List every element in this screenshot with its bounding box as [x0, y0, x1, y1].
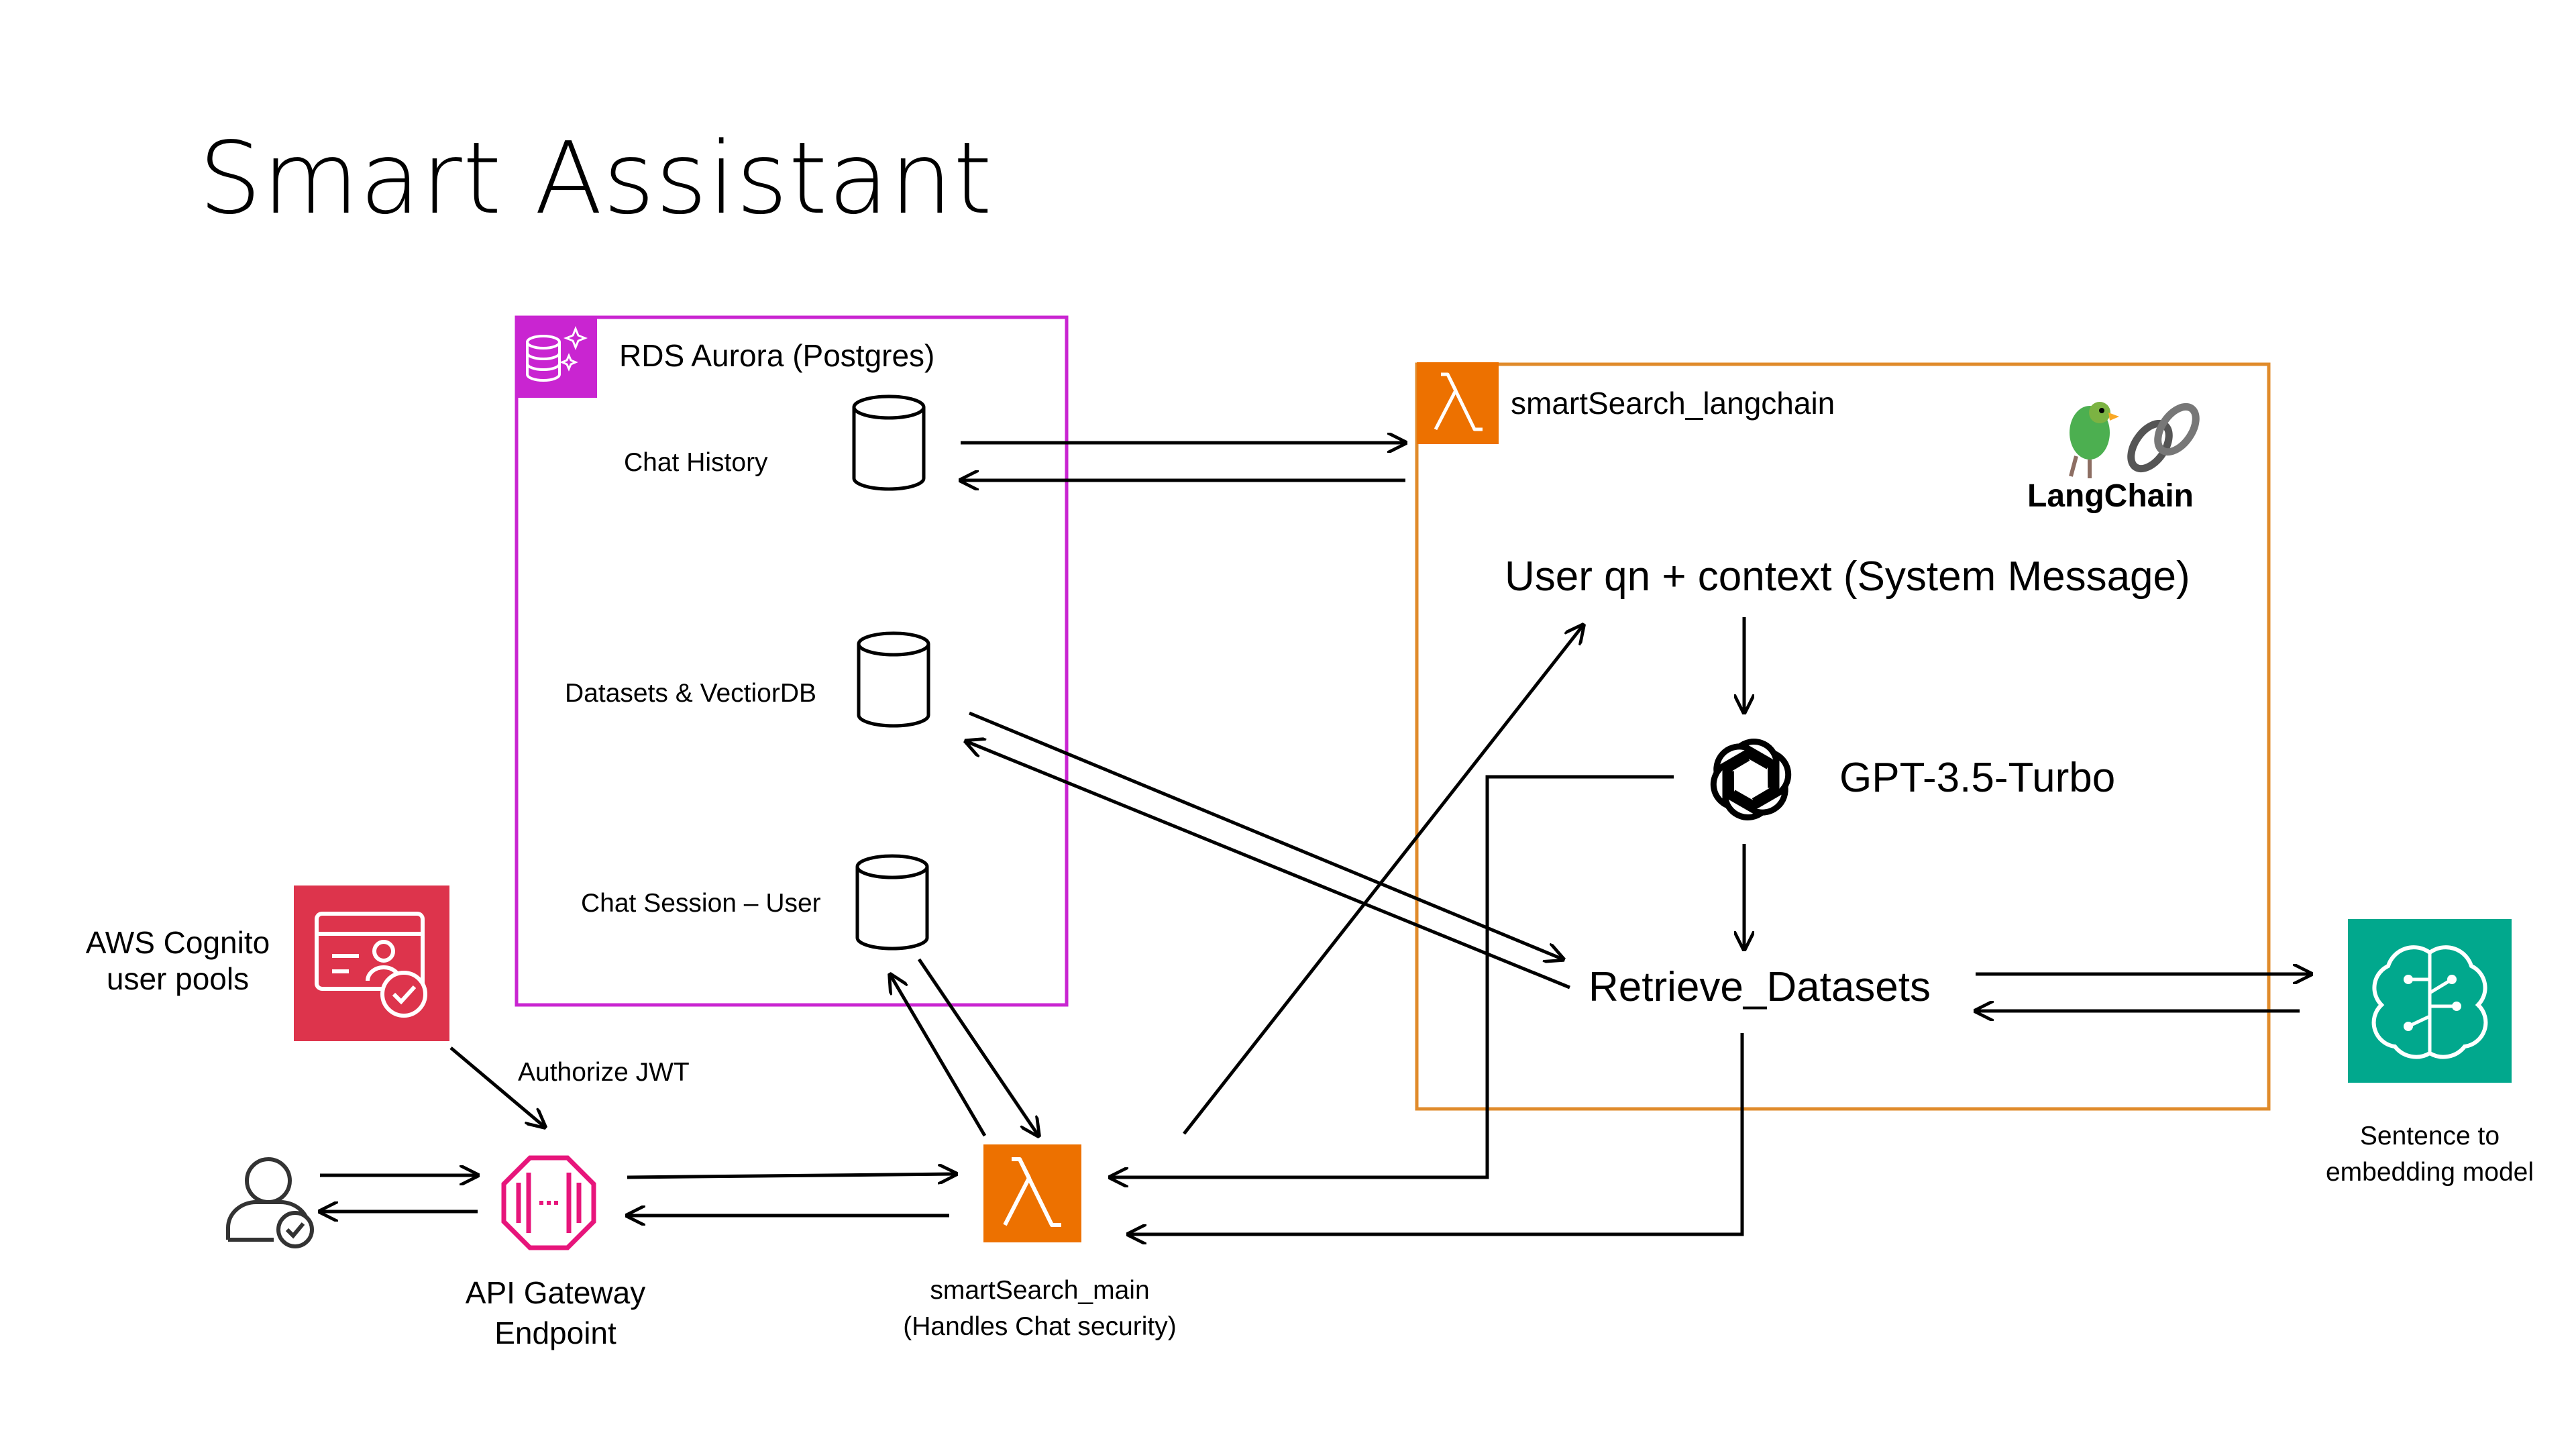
- cognito-icon: [294, 885, 449, 1041]
- authorize-jwt-label: Authorize JWT: [518, 1058, 690, 1087]
- connector-arrows: [320, 443, 2311, 1234]
- lambda-icon: [983, 1144, 1081, 1242]
- chat-history-label: Chat History: [624, 448, 768, 477]
- api-gateway-icon: [501, 1155, 596, 1250]
- cognito-label: AWS Cognito user pools: [85, 925, 270, 996]
- chat-session-label: Chat Session – User: [581, 889, 821, 918]
- rds-label: RDS Aurora (Postgres): [619, 338, 935, 373]
- langchain-lambda-label: smartSearch_langchain: [1511, 386, 1835, 421]
- langchain-logo-text: LangChain: [2027, 478, 2194, 514]
- lambda-icon: [1417, 362, 1499, 444]
- retrieve-datasets-label: Retrieve_Datasets: [1589, 964, 1931, 1010]
- main-lambda-label: smartSearch_main (Handles Chat security): [903, 1276, 1177, 1341]
- page-title: Smart Assistant: [199, 121, 993, 236]
- rds-aurora-icon: [517, 317, 597, 398]
- openai-icon: [1705, 739, 1796, 820]
- llm-label: GPT-3.5-Turbo: [1839, 755, 2116, 801]
- rds-aurora-group: [515, 315, 1069, 1007]
- database-icon: [852, 394, 926, 491]
- embedding-model-label: Sentence to embedding model: [2325, 1122, 2534, 1187]
- prompt-label: User qn + context (System Message): [1505, 553, 2190, 600]
- sagemaker-brain-icon: [2348, 919, 2512, 1083]
- langchain-lambda-group: [1415, 362, 2271, 1111]
- datasets-label: Datasets & VectiorDB: [565, 679, 816, 708]
- database-icon: [857, 631, 930, 728]
- langchain-logo-icon: [2069, 402, 2200, 478]
- database-icon: [855, 854, 929, 951]
- api-gateway-label: API Gateway Endpoint: [465, 1275, 646, 1350]
- user-icon: [226, 1157, 314, 1248]
